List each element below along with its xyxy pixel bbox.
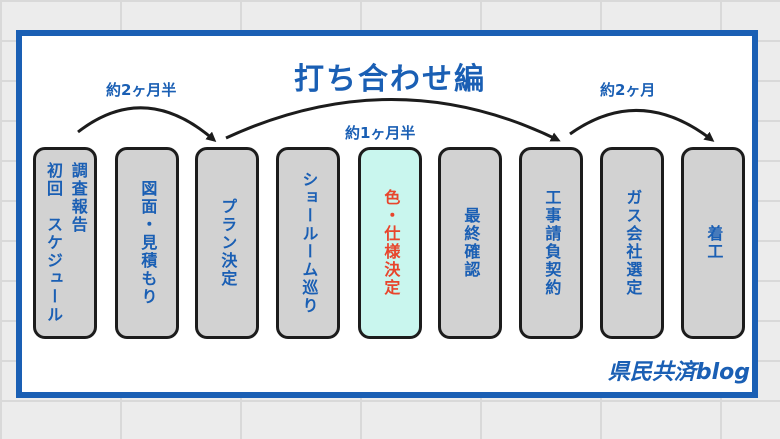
step-label: ショールーム巡り: [299, 171, 319, 315]
arrow-middle: [225, 98, 561, 142]
period-label-middle: 約1ヶ月半: [345, 124, 416, 142]
step-survey-schedule: 調査報告 初回 スケジュール: [33, 147, 97, 339]
step-drawing-estimate: 図面・見積もり: [115, 147, 179, 339]
step-construction-start: 着工: [681, 147, 745, 339]
arrow-first: [77, 106, 217, 142]
step-color-spec: 色・仕様決定: [358, 147, 422, 339]
step-label: 着工: [704, 225, 724, 261]
step-label: 図面・見積もり: [138, 180, 158, 306]
step-showroom-tour: ショールーム巡り: [276, 147, 340, 339]
step-label: 調査報告 初回 スケジュール: [44, 162, 88, 324]
step-final-check: 最終確認: [438, 147, 502, 339]
step-contract: 工事請負契約: [519, 147, 583, 339]
step-plan-decision: プラン決定: [195, 147, 259, 339]
period-label-last: 約2ヶ月: [600, 81, 656, 99]
step-gas-company: ガス会社選定: [600, 147, 664, 339]
step-label: プラン決定: [218, 198, 238, 288]
step-label: 色・仕様決定: [381, 189, 401, 297]
diagram-title: 打ち合わせ編: [294, 62, 486, 97]
brand-logo: 県民共済blog: [607, 360, 750, 385]
arrow-last: [569, 108, 715, 142]
step-label: 最終確認: [461, 207, 481, 279]
step-label: ガス会社選定: [623, 189, 643, 297]
step-label: 工事請負契約: [542, 189, 562, 297]
period-label-first: 約2ヶ月半: [106, 81, 177, 99]
